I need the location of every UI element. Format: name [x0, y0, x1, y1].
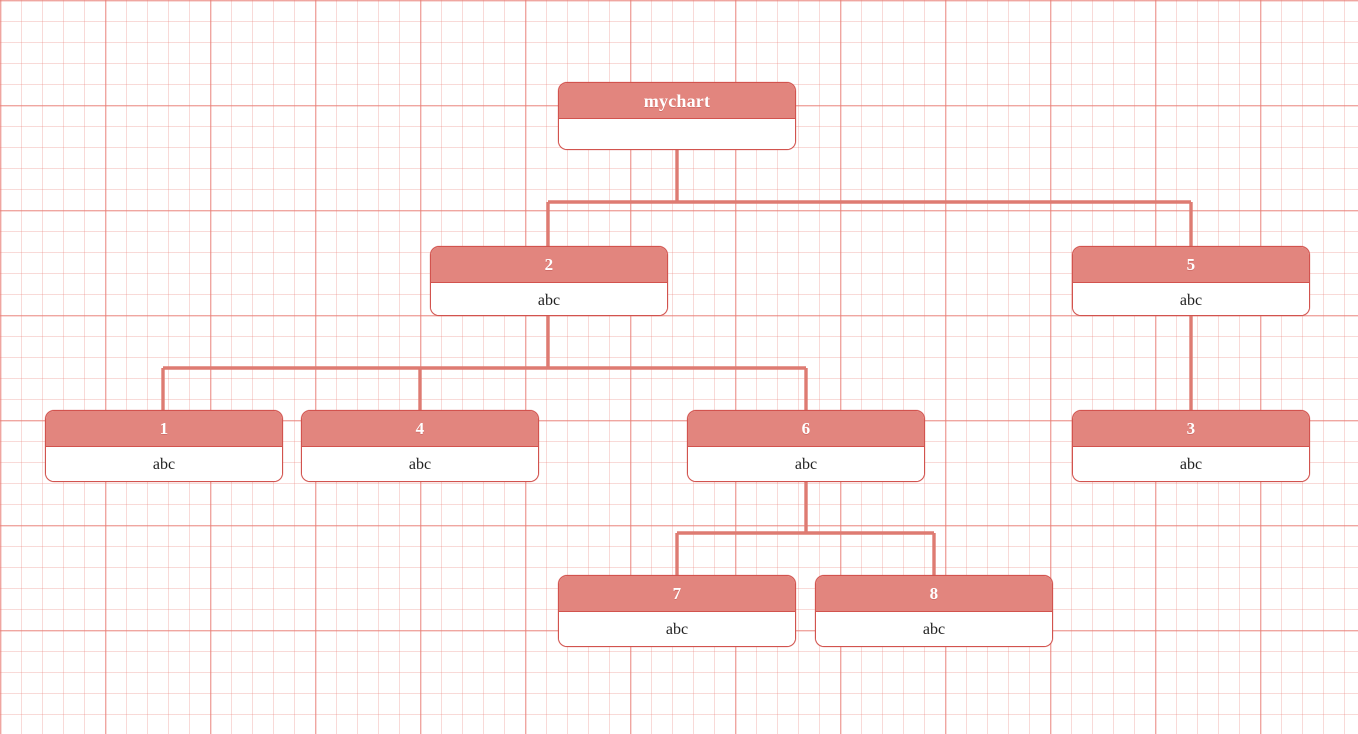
node-body-6: abc: [688, 447, 924, 481]
node-body-5: abc: [1073, 283, 1309, 315]
node-body-1: abc: [46, 447, 282, 481]
node-header-6: 6: [688, 411, 924, 447]
node-card-3[interactable]: 3 abc: [1072, 410, 1310, 482]
node-header-8: 8: [816, 576, 1052, 612]
node-card-6[interactable]: 6 abc: [687, 410, 925, 482]
node-body-2: abc: [431, 283, 667, 315]
node-card-2[interactable]: 2 abc: [430, 246, 668, 316]
node-header-1: 1: [46, 411, 282, 447]
node-header-3: 3: [1073, 411, 1309, 447]
node-card-7[interactable]: 7 abc: [558, 575, 796, 647]
node-body-8: abc: [816, 612, 1052, 646]
node-header-4: 4: [302, 411, 538, 447]
node-card-4[interactable]: 4 abc: [301, 410, 539, 482]
node-body-4: abc: [302, 447, 538, 481]
node-card-mychart[interactable]: mychart: [558, 82, 796, 150]
node-card-5[interactable]: 5 abc: [1072, 246, 1310, 316]
node-header-mychart: mychart: [559, 83, 795, 119]
node-body-7: abc: [559, 612, 795, 646]
node-card-1[interactable]: 1 abc: [45, 410, 283, 482]
node-header-7: 7: [559, 576, 795, 612]
node-header-2: 2: [431, 247, 667, 283]
node-body-mychart: [559, 119, 795, 149]
node-body-3: abc: [1073, 447, 1309, 481]
node-card-8[interactable]: 8 abc: [815, 575, 1053, 647]
node-header-5: 5: [1073, 247, 1309, 283]
